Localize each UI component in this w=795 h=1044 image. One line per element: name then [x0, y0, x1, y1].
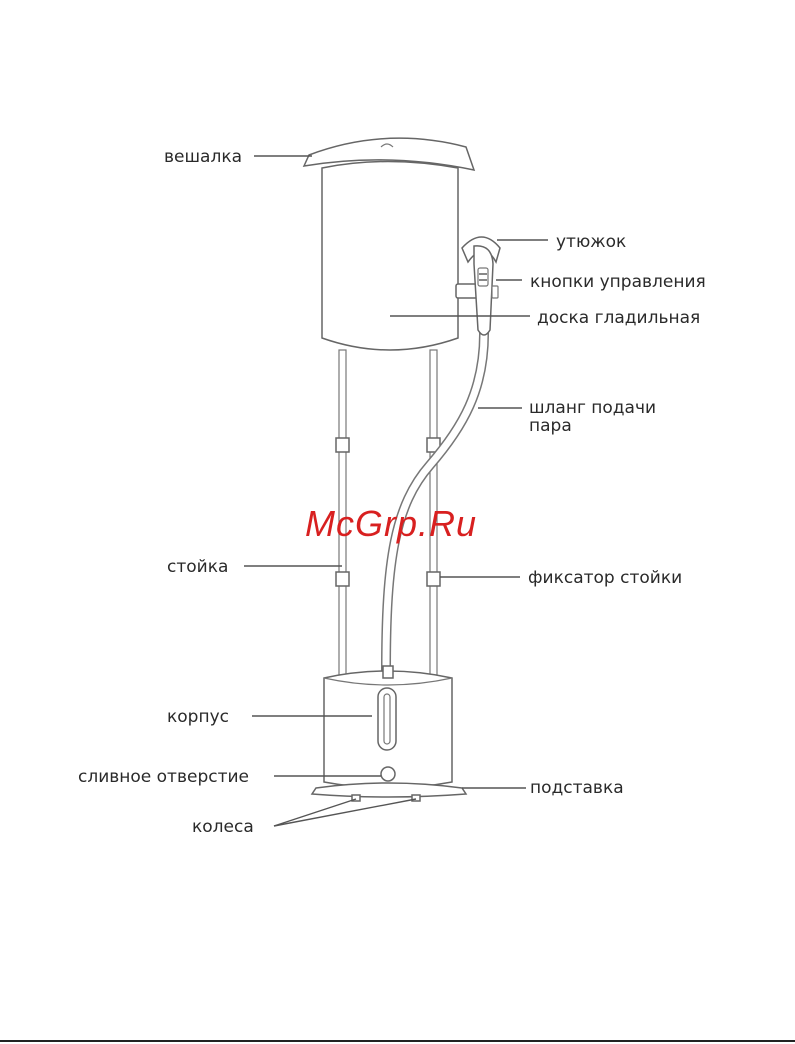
label-body: корпус [167, 707, 229, 727]
label-wheels: колеса [192, 817, 254, 837]
ironing-board [322, 162, 458, 351]
label-steam-hose-1: шланг подачи [529, 398, 656, 418]
label-stand: подставка [530, 778, 624, 798]
label-steam-hose-2: пара [529, 416, 572, 436]
control-buttons [492, 286, 498, 298]
drain-hole [381, 767, 395, 781]
label-drain-hole: сливное отверстие [78, 767, 249, 787]
label-iron: утюжок [556, 232, 626, 252]
label-ironing-board: доска гладильная [537, 308, 700, 328]
label-pole-lock: фиксатор стойки [528, 568, 682, 588]
footer-rule [0, 1040, 795, 1042]
watermark: McGrp.Ru [305, 503, 477, 544]
label-hanger: вешалка [164, 147, 242, 167]
label-pole: стойка [167, 557, 228, 577]
stand-plate [312, 783, 466, 797]
label-control-buttons: кнопки управления [530, 272, 706, 292]
pole-lock-clip [427, 572, 440, 586]
